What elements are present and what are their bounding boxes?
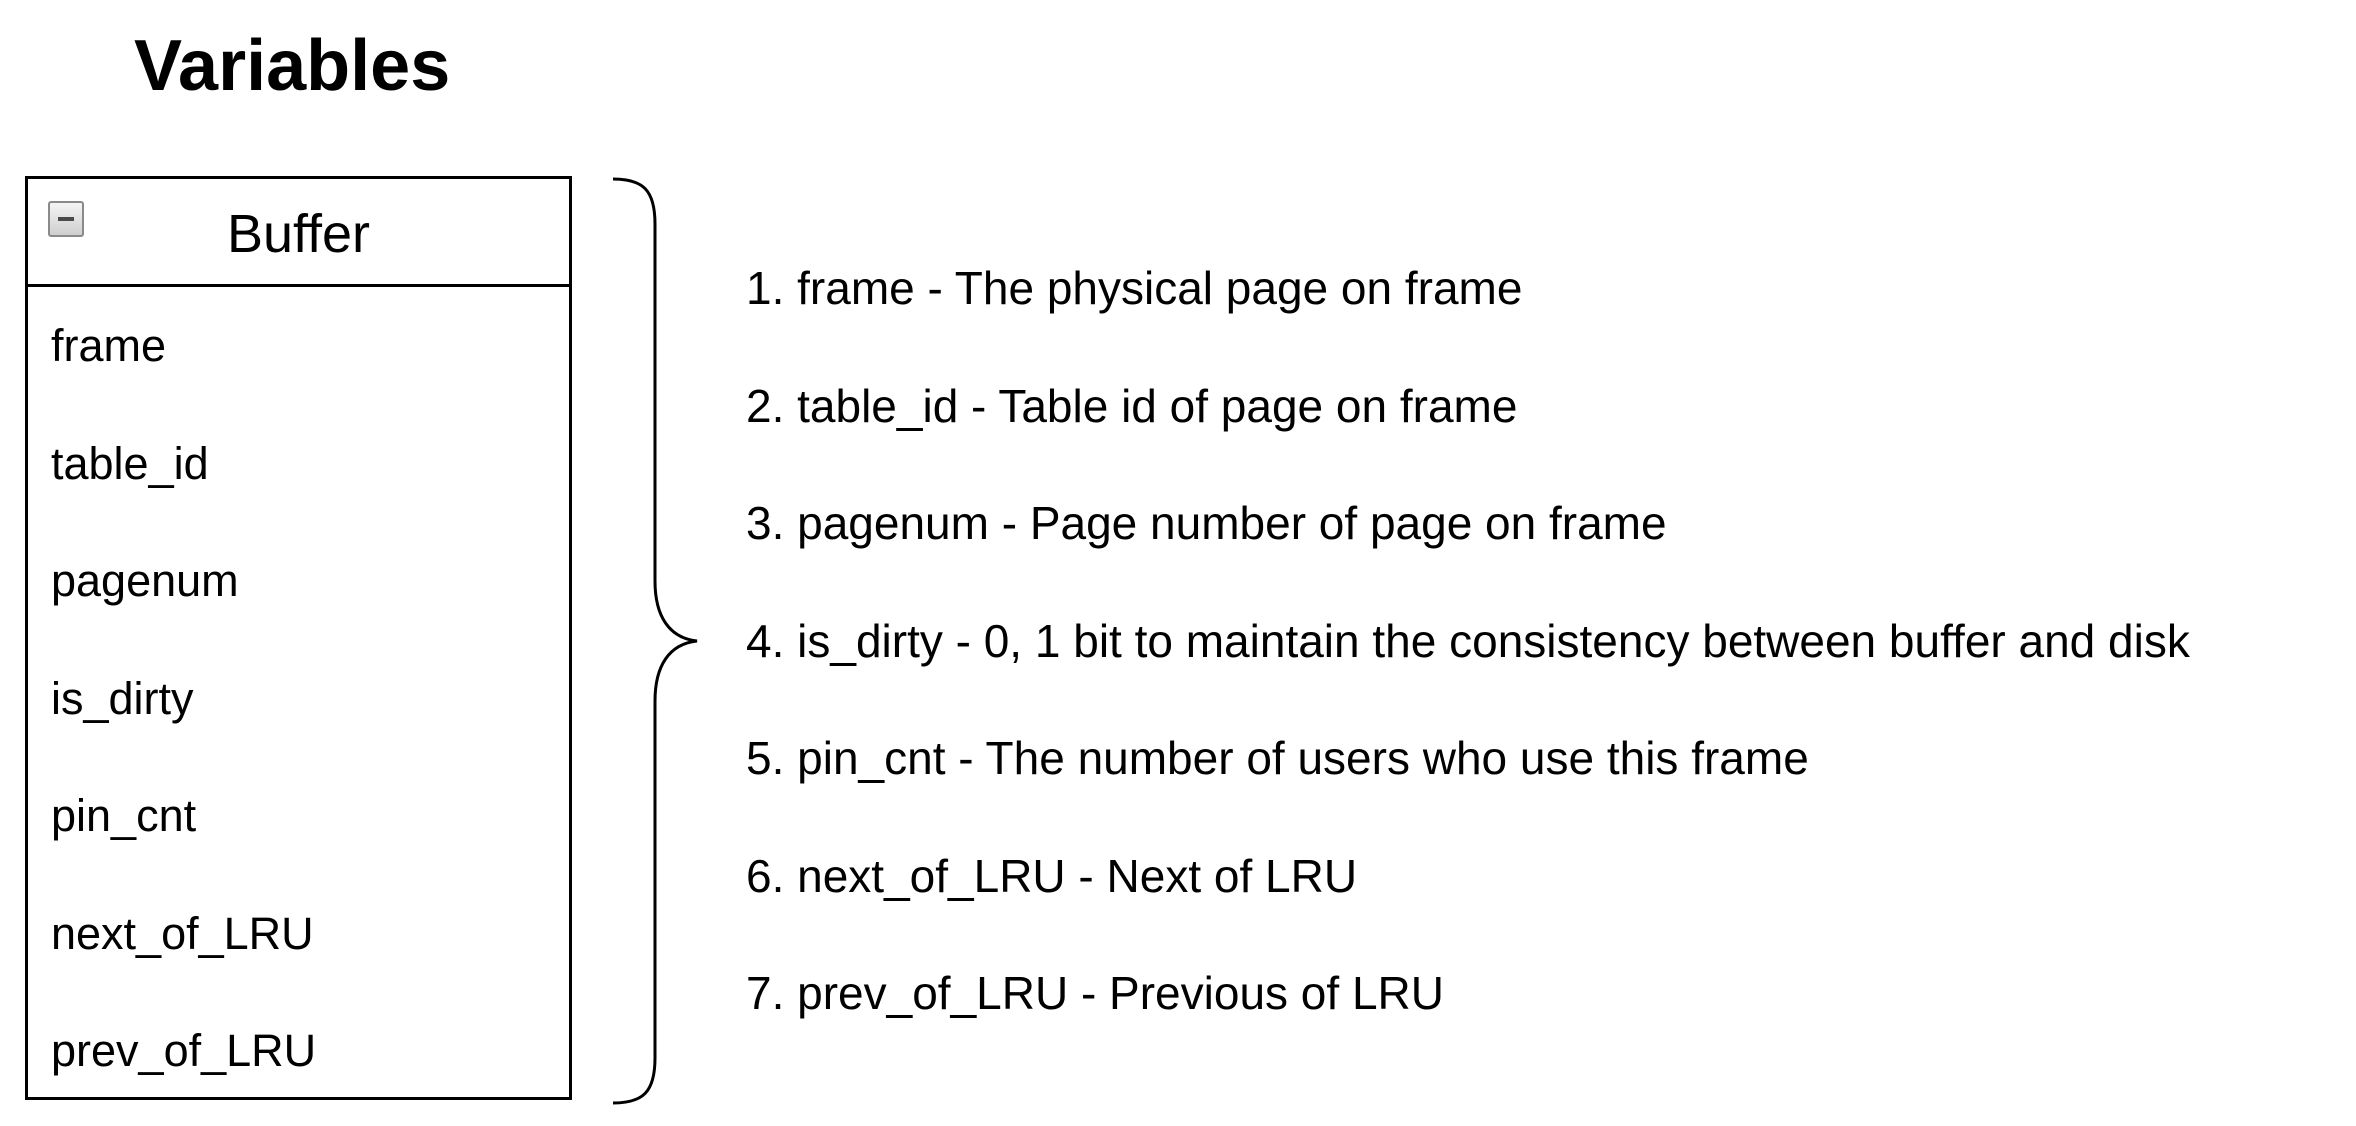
description-next-of-lru: 6. next_of_LRU - Next of LRU <box>746 849 1358 902</box>
buffer-class-box: Buffer frame table_id pagenum is_dirty p… <box>25 176 572 1100</box>
description-prev-of-lru: 7. prev_of_LRU - Previous of LRU <box>746 967 1444 1019</box>
class-header: Buffer <box>28 179 569 287</box>
description-list: 1. frame - The physical page on frame 2.… <box>746 230 2190 1053</box>
field-prev-of-lru: prev_of_LRU <box>51 1025 317 1076</box>
field-next-of-lru: next_of_LRU <box>51 907 314 959</box>
page-title: Variables <box>134 26 451 106</box>
field-pagenum: pagenum <box>51 555 239 606</box>
field-is-dirty: is_dirty <box>51 672 194 724</box>
minus-square-icon[interactable] <box>48 201 84 237</box>
curly-brace-icon <box>612 177 698 1105</box>
description-pagenum: 3. pagenum - Page number of page on fram… <box>746 497 1667 549</box>
description-is-dirty: 4. is_dirty - 0, 1 bit to maintain the c… <box>746 614 2190 667</box>
class-name: Buffer <box>226 204 371 264</box>
description-frame: 1. frame - The physical page on frame <box>746 262 1523 314</box>
field-list: frame table_id pagenum is_dirty pin_cnt … <box>28 287 569 1110</box>
field-pin-cnt: pin_cnt <box>51 790 197 841</box>
field-frame: frame <box>51 320 167 371</box>
field-table-id: table_id <box>51 437 209 489</box>
description-pin-cnt: 5. pin_cnt - The number of users who use… <box>746 732 1809 784</box>
description-table-id: 2. table_id - Table id of page on frame <box>746 379 1518 432</box>
